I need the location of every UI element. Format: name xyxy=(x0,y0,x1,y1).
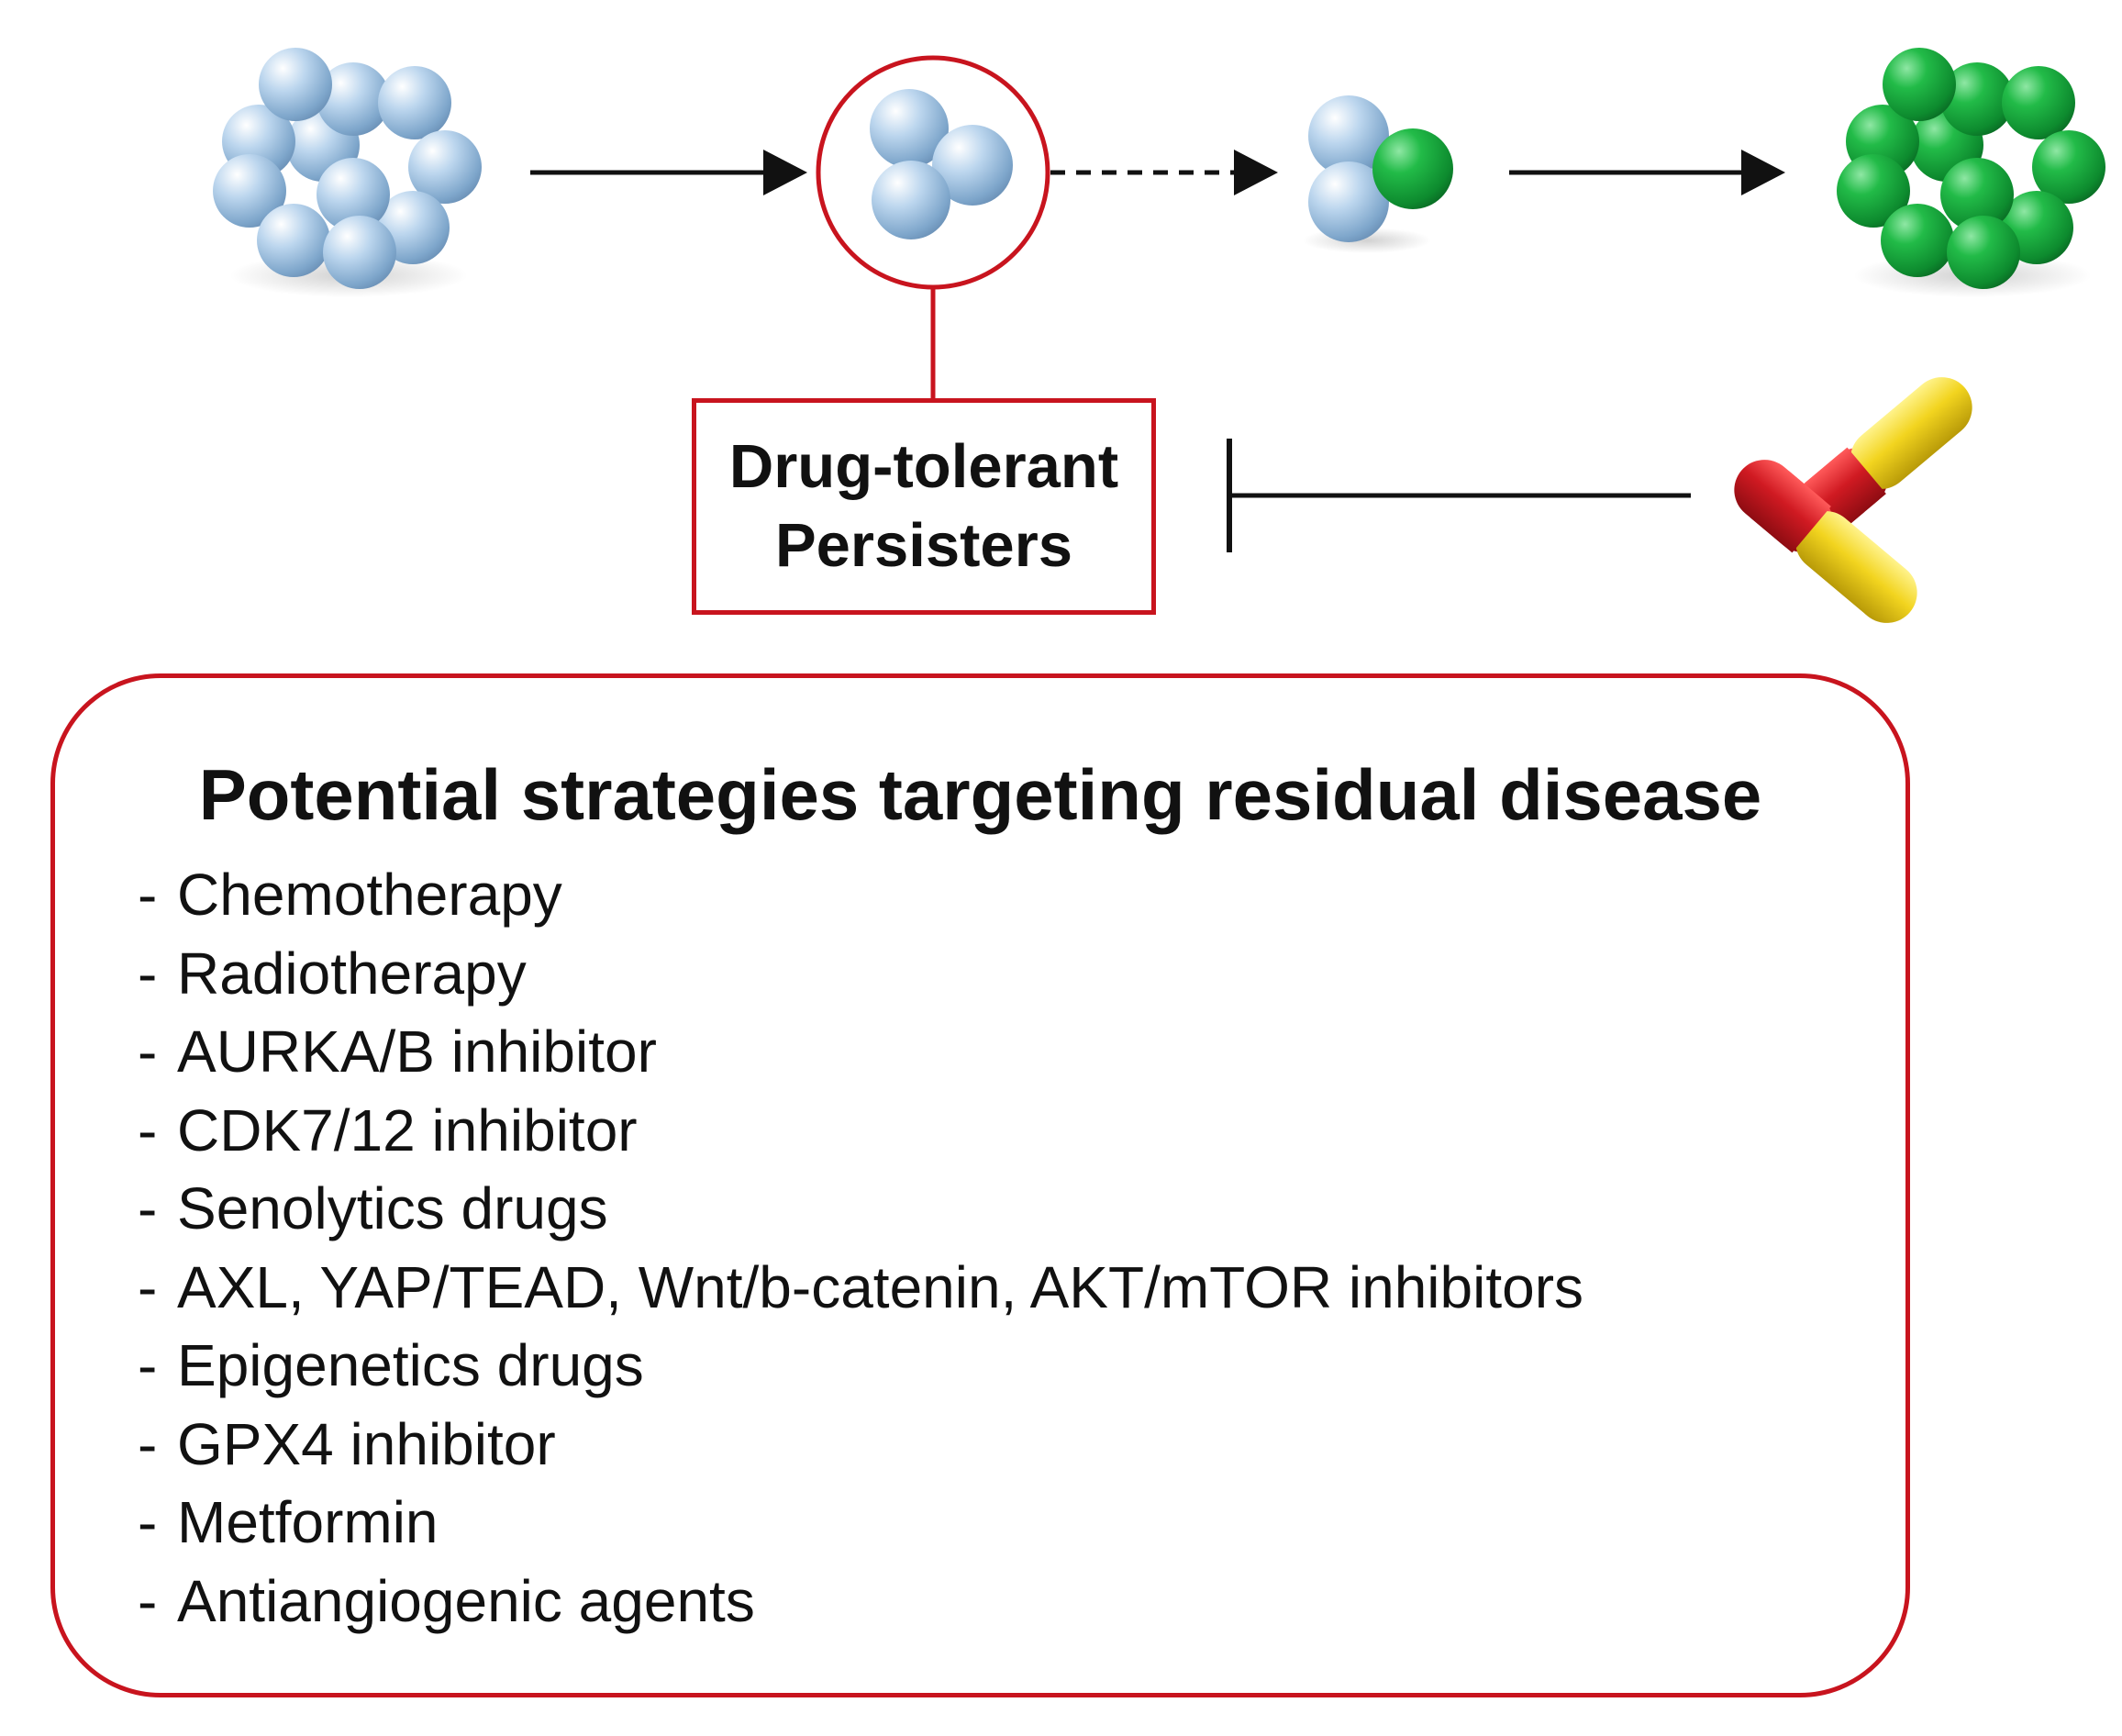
strategy-item: -AXL, YAP/TEAD, Wnt/b-catenin, AKT/mTOR … xyxy=(138,1253,1583,1320)
persister-cells-icon xyxy=(816,55,1050,290)
strategy-item: -Chemotherapy xyxy=(138,862,562,928)
strategy-item: -GPX4 inhibitor xyxy=(138,1410,556,1477)
persisters-label-line1: Drug-tolerant xyxy=(728,432,1119,501)
drug-capsules-icon xyxy=(1734,377,1972,623)
strategy-item: -Metformin xyxy=(138,1489,439,1555)
arrow-to-relapse xyxy=(1509,150,1785,195)
strategy-item-text: Senolytics drugs xyxy=(177,1175,608,1241)
strategy-item: -Senolytics drugs xyxy=(138,1175,608,1241)
tumor-cluster-blue-icon xyxy=(213,48,482,297)
strategy-item: -AURKA/B inhibitor xyxy=(138,1018,657,1085)
strategy-item-text: AXL, YAP/TEAD, Wnt/b-catenin, AKT/mTOR i… xyxy=(177,1253,1583,1320)
strategy-item: -Antiangiogenic agents xyxy=(138,1567,755,1634)
strategy-item-text: Radiotherapy xyxy=(177,940,527,1007)
persisters-label-line2: Persisters xyxy=(774,511,1073,580)
strategy-item-text: GPX4 inhibitor xyxy=(177,1410,556,1477)
persisters-label-box: Drug-tolerant Persisters xyxy=(692,398,1156,615)
arrow-dashed-to-transition xyxy=(1050,150,1278,195)
strategy-item-text: Chemotherapy xyxy=(177,862,562,928)
inhibition-line xyxy=(1227,439,1691,552)
arrow-to-persisters xyxy=(530,150,807,195)
transitioning-cells-icon xyxy=(1303,95,1453,253)
strategy-item-text: CDK7/12 inhibitor xyxy=(177,1096,638,1163)
strategies-list: -Chemotherapy -Radiotherapy -AURKA/B inh… xyxy=(138,856,1583,1641)
strategy-item-text: AURKA/B inhibitor xyxy=(177,1018,657,1085)
strategy-item: -CDK7/12 inhibitor xyxy=(138,1096,638,1163)
strategies-title: Potential strategies targeting residual … xyxy=(198,754,1762,835)
strategy-item-text: Antiangiogenic agents xyxy=(177,1567,755,1634)
strategies-panel: Potential strategies targeting residual … xyxy=(50,673,1910,1697)
tumor-cluster-green-icon xyxy=(1837,48,2105,297)
strategy-item-text: Epigenetics drugs xyxy=(177,1332,644,1398)
strategy-item: -Epigenetics drugs xyxy=(138,1332,644,1398)
strategy-item-text: Metformin xyxy=(177,1489,439,1555)
strategy-item: -Radiotherapy xyxy=(138,940,527,1007)
